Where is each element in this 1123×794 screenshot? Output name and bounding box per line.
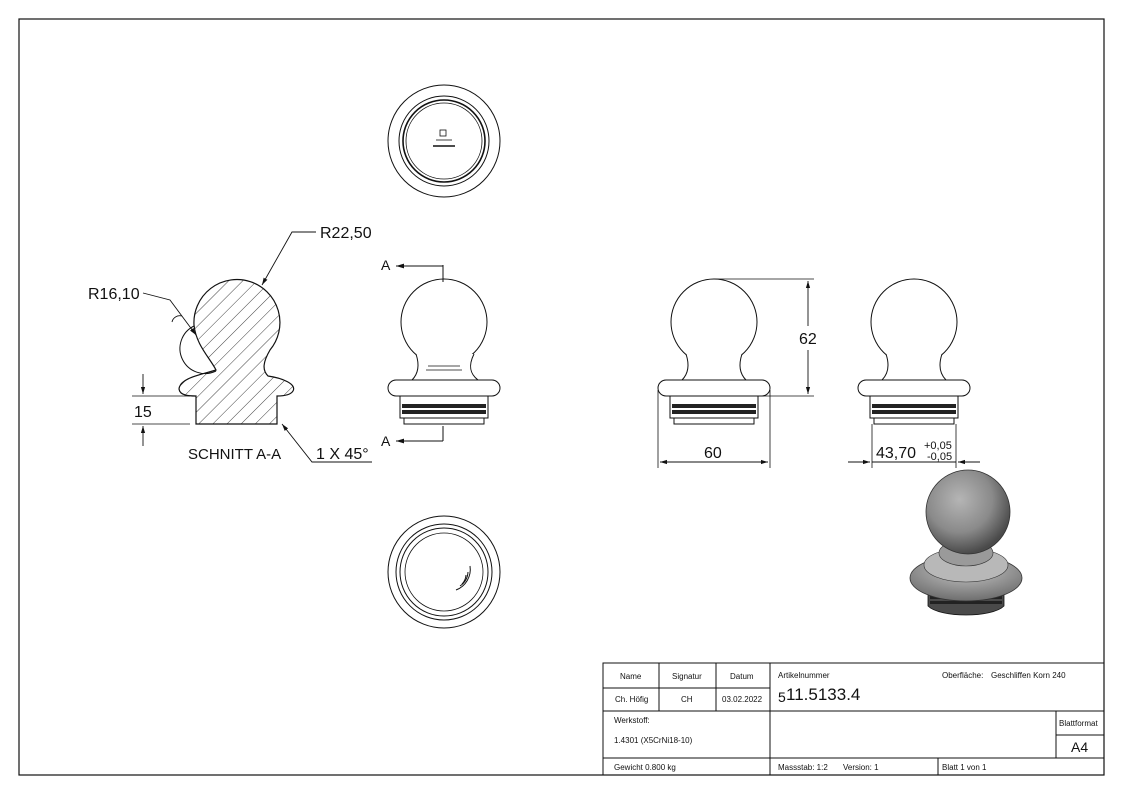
tolerance-minus: -0,05 xyxy=(927,451,952,463)
tb-version: Version: 1 xyxy=(843,763,879,772)
front-view xyxy=(657,278,814,468)
tb-material: 1.4301 (X5CrNi18-10) xyxy=(614,736,693,745)
radius-large-label: R22,50 xyxy=(320,225,372,242)
tb-sheet: Blatt 1 von 1 xyxy=(942,763,987,772)
section-letter-top: A xyxy=(381,257,391,273)
tb-weight: Gewicht 0.800 kg xyxy=(614,763,676,772)
tolerance-plus: +0,05 xyxy=(924,440,952,452)
tb-article-prefix: 5 xyxy=(778,689,786,705)
tb-material-label: Werkstoff: xyxy=(614,716,650,725)
side-view-sectioned xyxy=(387,263,501,444)
tb-article-label: Artikelnummer xyxy=(778,671,830,680)
bottom-view xyxy=(387,515,501,629)
sheet-border xyxy=(18,18,1105,776)
tb-format-label: Blattformat xyxy=(1059,719,1098,728)
section-letter-bottom: A xyxy=(381,433,391,449)
tb-signature: CH xyxy=(681,695,693,704)
tb-surface: Geschliffen Korn 240 xyxy=(991,671,1066,680)
side-view xyxy=(848,278,980,468)
diameter-label: 43,70 xyxy=(876,445,916,462)
height-62-label: 62 xyxy=(799,331,817,348)
width-60-label: 60 xyxy=(704,445,722,462)
tb-header-signature: Signatur xyxy=(672,672,702,681)
tb-date: 03.02.2022 xyxy=(722,695,763,704)
radius-small-label: R16,10 xyxy=(88,286,140,303)
tb-format: A4 xyxy=(1071,739,1088,755)
section-view: R22,50 R16,10 15 1 X 45° SCHNITT A-A xyxy=(88,225,372,463)
section-profile xyxy=(178,278,295,425)
height-15-label: 15 xyxy=(134,404,152,421)
title-block xyxy=(602,662,1105,776)
tb-header-name: Name xyxy=(620,672,642,681)
tb-surface-label: Oberfläche: xyxy=(942,671,983,680)
isometric-render xyxy=(909,469,1023,616)
top-view xyxy=(387,84,501,198)
tb-scale: Massstab: 1:2 xyxy=(778,763,828,772)
chamfer-label: 1 X 45° xyxy=(316,446,369,463)
tb-article-number: 11.5133.4 xyxy=(786,685,860,704)
section-label: SCHNITT A-A xyxy=(188,446,281,463)
tb-name: Ch. Höfig xyxy=(615,695,648,704)
tb-header-date: Datum xyxy=(730,672,754,681)
